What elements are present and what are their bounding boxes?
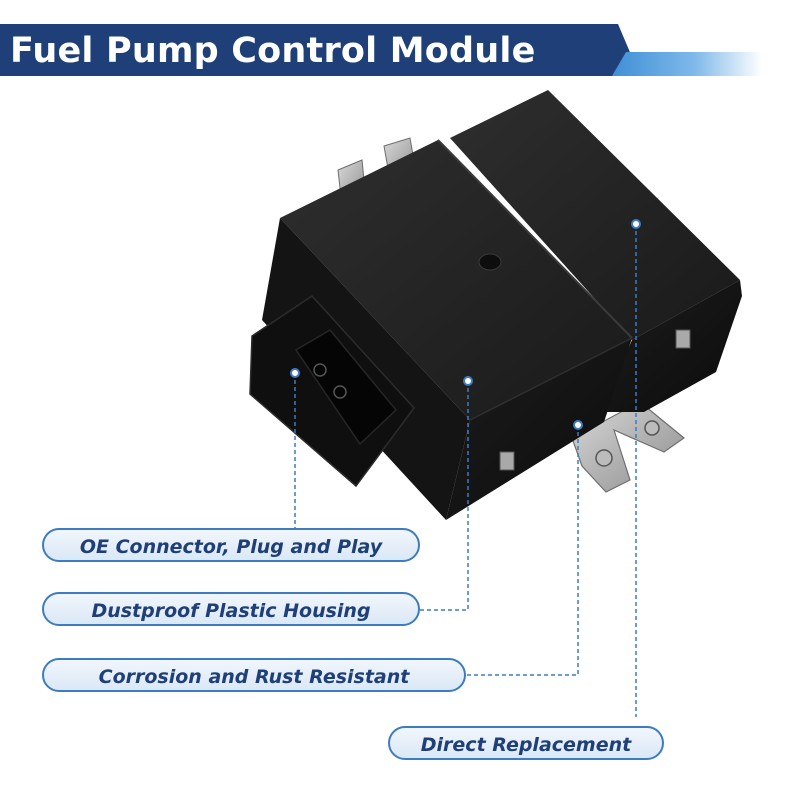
- callout-dot-housing: [463, 376, 473, 386]
- housing-seam: [437, 139, 633, 339]
- housing-rear-top: [450, 90, 740, 340]
- title-banner: [0, 24, 640, 76]
- bracket-hole: [644, 420, 660, 436]
- callout-dot-connector: [290, 368, 300, 378]
- leader-line-housing: [418, 381, 469, 611]
- housing-clip: [499, 451, 515, 471]
- feature-label-direct-replacement: Direct Replacement: [388, 726, 664, 760]
- connector-marking: [313, 363, 327, 377]
- title-accent-stripe: [612, 52, 762, 76]
- page-title: Fuel Pump Control Module: [10, 31, 536, 71]
- bracket-hole: [595, 449, 613, 467]
- leader-line-corrosion: [466, 425, 579, 676]
- callout-dot-replacement: [631, 219, 641, 229]
- connector-marking: [333, 385, 347, 399]
- leader-lines: [294, 224, 637, 717]
- callout-dot-corrosion: [573, 420, 583, 430]
- connector-socket: [294, 329, 398, 446]
- feature-label-oe-connector: OE Connector, Plug and Play: [42, 528, 420, 562]
- leader-dots: [290, 219, 641, 430]
- feature-label-dustproof-housing: Dustproof Plastic Housing: [42, 592, 420, 626]
- housing-top-face: [280, 140, 632, 420]
- feature-label-corrosion-resistant: Corrosion and Rust Resistant: [42, 658, 466, 692]
- fuel-pump-control-module-photo: [249, 90, 742, 520]
- housing-clip: [675, 329, 691, 349]
- housing-seam: [469, 337, 633, 421]
- housing-vent-dot: [478, 253, 502, 271]
- housing-right-face: [446, 338, 632, 520]
